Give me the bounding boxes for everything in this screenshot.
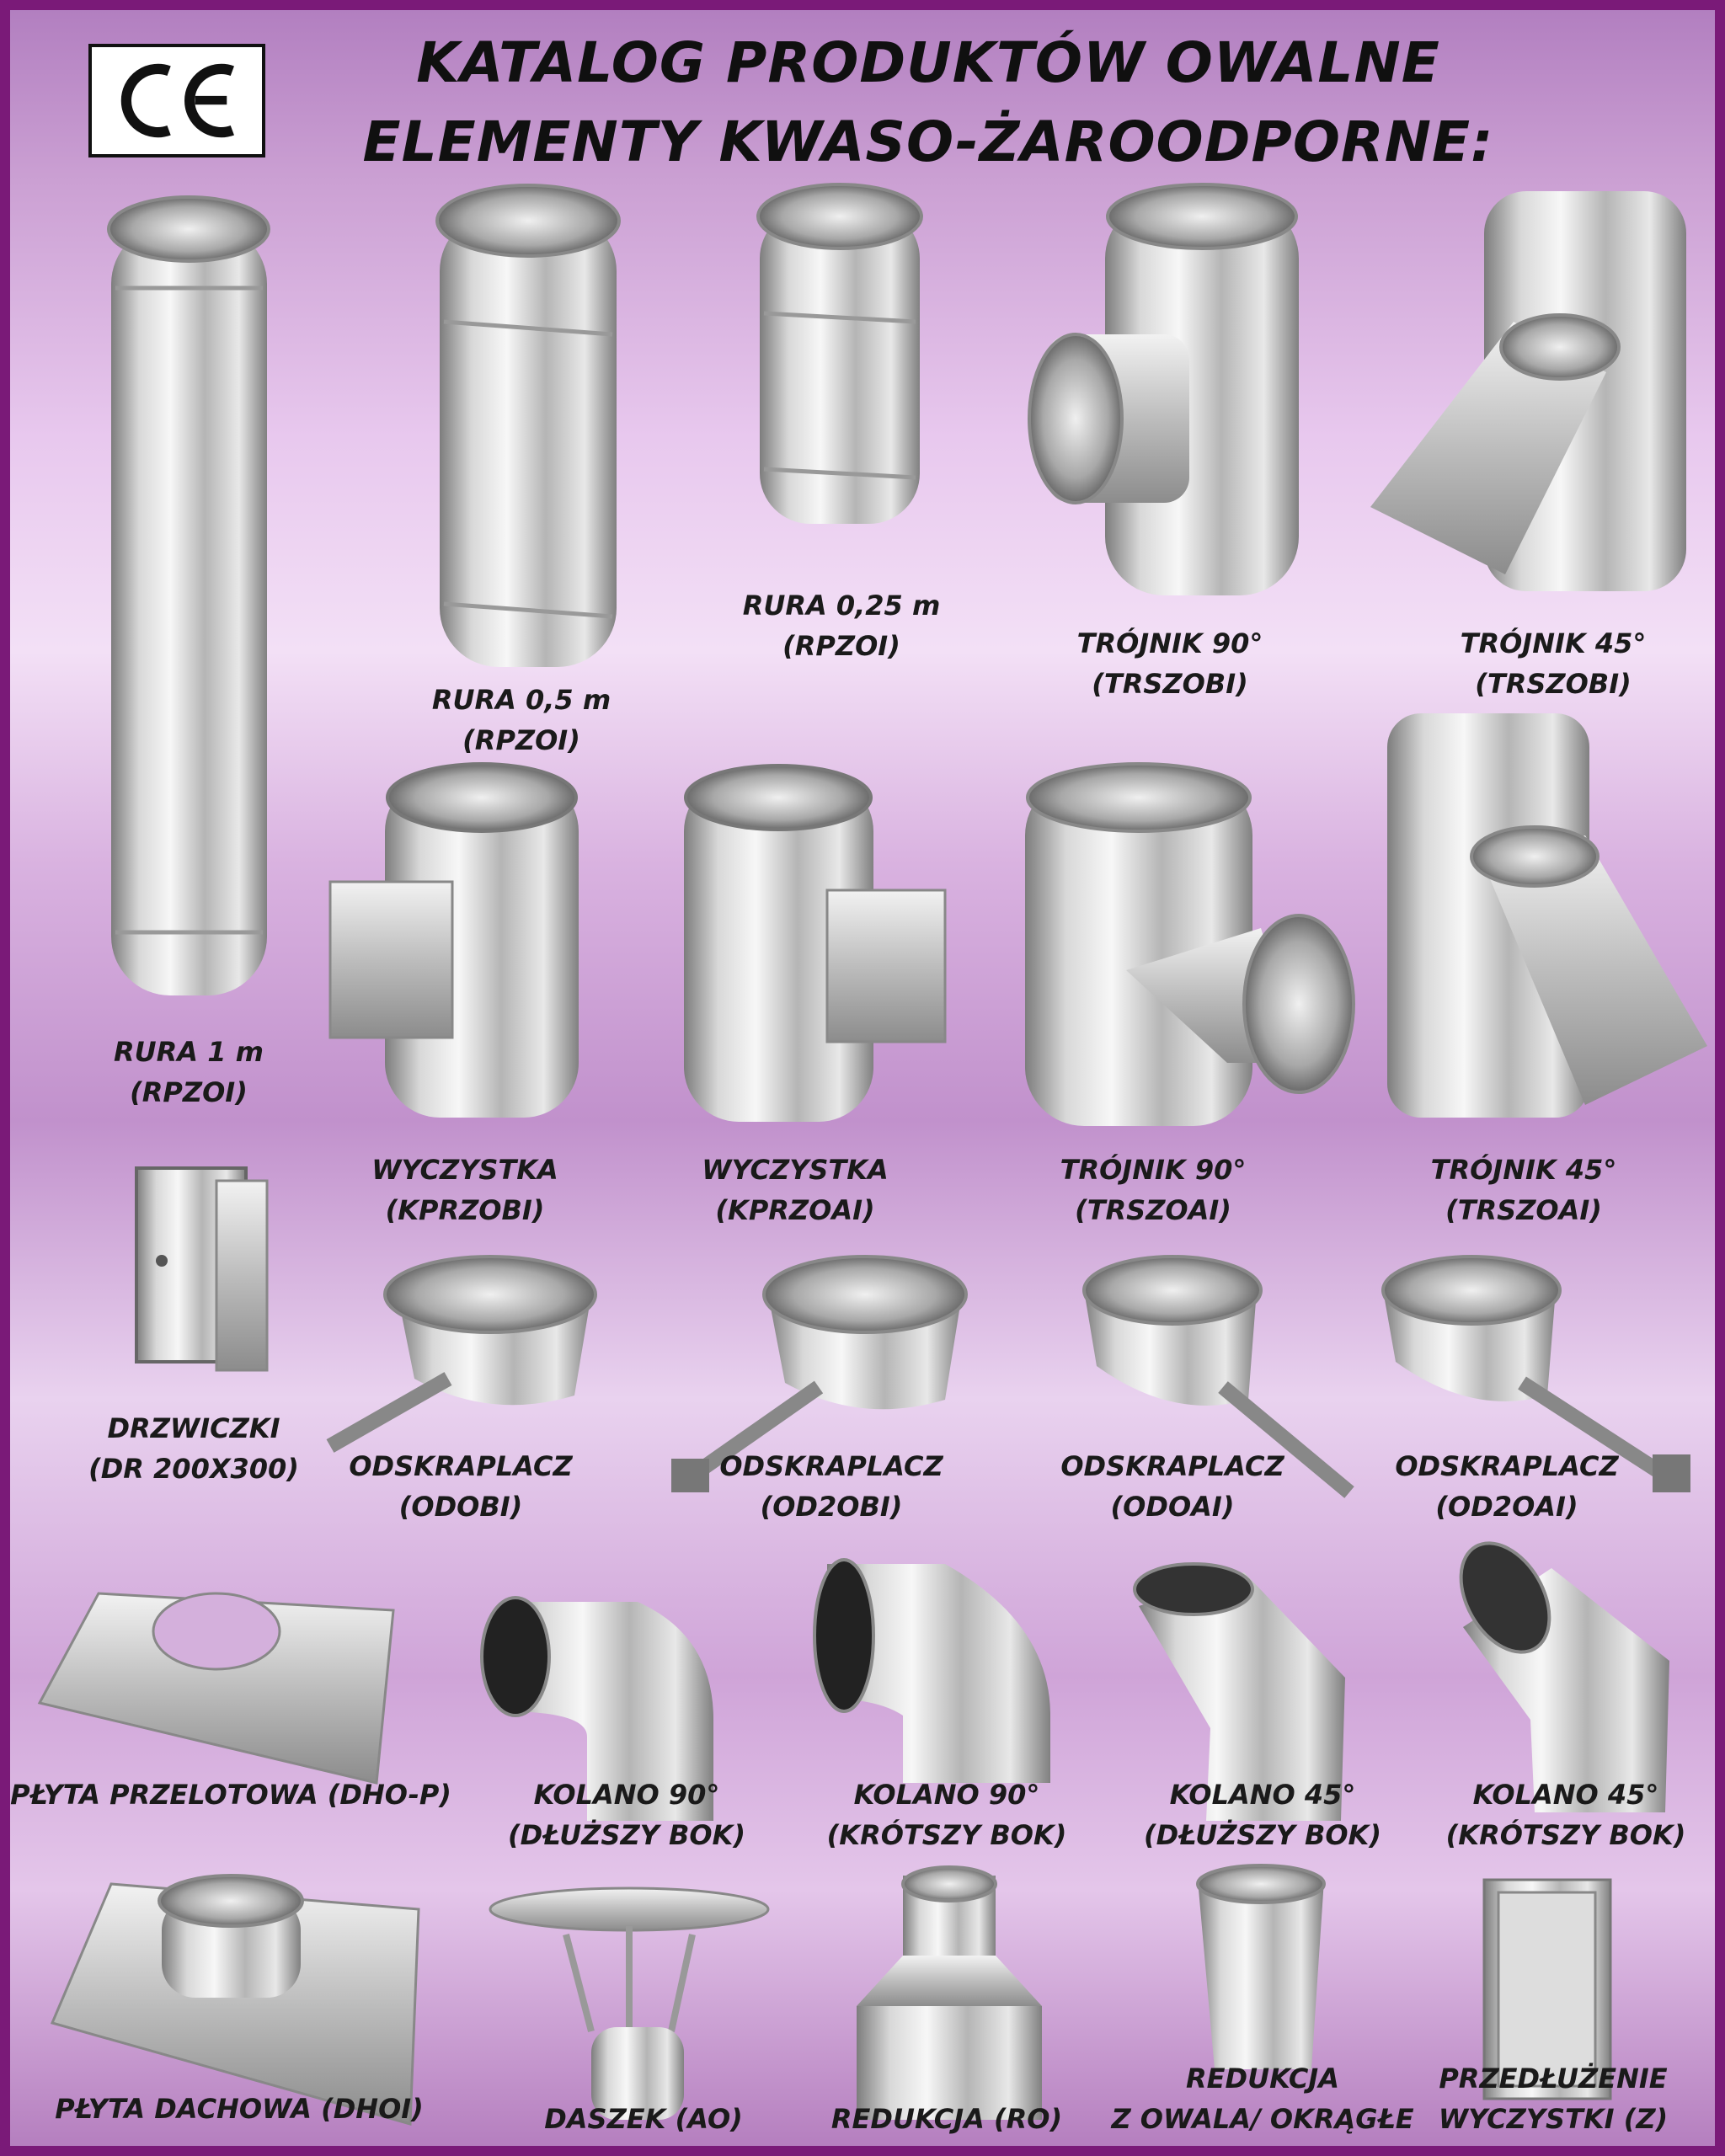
product-label-plyta-dachowa: PŁYTA DACHOWA (DHOI): [55, 2093, 424, 2125]
product-label-odskraplacz-od2obi: ODSKRAPLACZ(OD2OBI): [719, 1450, 943, 1523]
oval-pipe-05m-icon: [423, 179, 633, 675]
condensate-trap-icon: [1080, 1252, 1358, 1505]
catalog-title-line1: KATALOG PRODUKTÓW OWALNE: [416, 30, 1440, 95]
product-label-plyta-przelotowa: PŁYTA PRZELOTOWA (DHO-P): [10, 1779, 451, 1811]
catalog-title-line2: ELEMENTY KWASO-ŻAROODPORNE:: [362, 109, 1494, 174]
product-label-odskraplacz-odoai: ODSKRAPLACZ(ODOAI): [1060, 1450, 1284, 1523]
cleanout-extension-icon: [1480, 1876, 1615, 2103]
tee-90-icon: [1017, 760, 1362, 1130]
elbow-45-icon: [1459, 1541, 1674, 1829]
cleanout-icon: [322, 760, 591, 1122]
roof-plate-icon: [48, 1874, 420, 2128]
rain-cap-icon: [489, 1884, 770, 2128]
product-label-daszek: DASZEK (AO): [544, 2103, 743, 2135]
product-label-wyczystka-kprzobi: WYCZYSTKA(KPRZOBI): [371, 1154, 558, 1226]
product-label-kolano-45-krotszy: KOLANO 45°(KRÓTSZY BOK): [1445, 1779, 1686, 1851]
oval-pipe-1m-icon: [82, 191, 296, 1012]
product-label-trojnik-90-trszobi: TRÓJNIK 90°(TRSZOBI): [1076, 627, 1263, 700]
oval-pipe-025m-icon: [747, 179, 932, 532]
product-label-redukcja-ro: REDUKCJA (RO): [830, 2103, 1063, 2135]
product-label-trojnik-45-trszoai: TRÓJNIK 45°(TRSZOAI): [1430, 1154, 1617, 1226]
product-label-drzwiczki: DRZWICZKI(DR 200X300): [88, 1412, 299, 1485]
product-label-wyczystka-kprzoai: WYCZYSTKA(KPRZOAI): [702, 1154, 889, 1226]
product-label-trojnik-45-trszobi: TRÓJNIK 45°(TRSZOBI): [1460, 627, 1647, 700]
product-label-odskraplacz-od2oai: ODSKRAPLACZ(OD2OAI): [1395, 1450, 1619, 1523]
product-label-kolano-90-krotszy: KOLANO 90°(KRÓTSZY BOK): [826, 1779, 1067, 1851]
tee-45-icon: [1362, 179, 1699, 600]
condensate-trap-icon: [322, 1252, 600, 1454]
elbow-45-icon: [1133, 1562, 1349, 1829]
elbow-90-icon: [478, 1568, 722, 1829]
door-icon: [132, 1164, 275, 1374]
elbow-90-icon: [810, 1556, 1055, 1842]
product-label-kolano-45-dluzszy: KOLANO 45°(DŁUŻSZY BOK): [1144, 1779, 1381, 1851]
product-label-rura-1m: RURA 1 m(RPZOI): [114, 1036, 264, 1108]
product-label-kolano-90-dluzszy: KOLANO 90°(DŁUŻSZY BOK): [508, 1779, 745, 1851]
ce-logo-text: CE: [175, 147, 180, 151]
reducer-icon: [852, 1865, 1042, 2124]
condensate-trap-icon: [667, 1252, 968, 1505]
product-label-trojnik-90-trszoai: TRÓJNIK 90°(TRSZOAI): [1060, 1154, 1247, 1226]
product-label-rura-05m: RURA 0,5 m(RPZOI): [431, 684, 611, 756]
pass-through-plate-icon: [35, 1585, 398, 1787]
condensate-trap-icon: [1379, 1252, 1699, 1505]
product-label-odskraplacz-odobi: ODSKRAPLACZ(ODOBI): [349, 1450, 573, 1523]
cleanout-icon: [676, 764, 953, 1126]
oval-round-reducer-icon: [1194, 1863, 1328, 2078]
tee-45-icon: [1383, 705, 1712, 1134]
product-label-rura-025m: RURA 0,25 m(RPZOI): [742, 590, 941, 662]
tee-90-icon: [1025, 179, 1316, 600]
ce-logo: CE: [88, 44, 265, 157]
